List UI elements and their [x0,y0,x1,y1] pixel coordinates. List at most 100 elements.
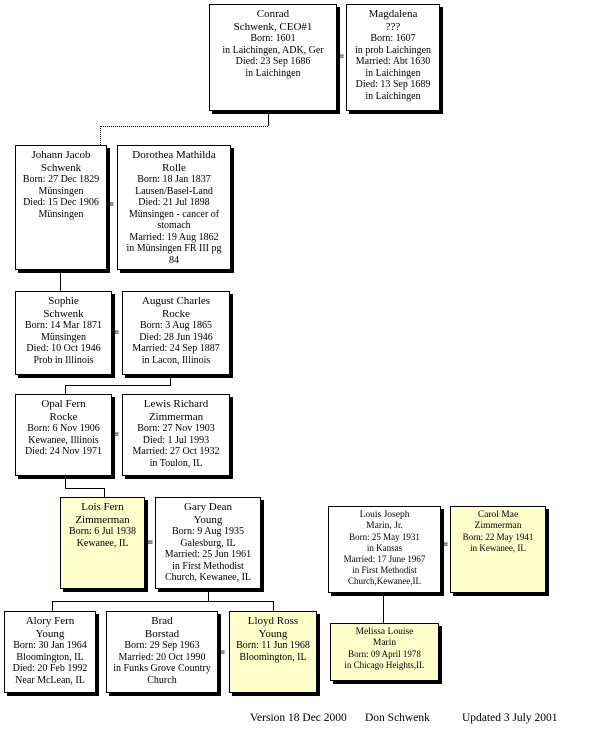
person-detail-line: Born: 22 May 1941 [462,532,534,542]
connector-gen5-horizontal [52,601,274,602]
person-detail-line: in Laichingen [245,67,301,79]
person-name-line: Marin [372,638,397,648]
person-detail-line: stomach [157,220,191,231]
person-name-line: Lois Fern [81,501,124,513]
marriage-symbol: = [113,327,120,338]
connector-gen5-drop [208,592,209,601]
person-name-line: Schwenk [40,161,82,174]
person-detail-line: Died: 13 Sep 1689 [355,79,431,90]
connector-gen2-down [60,273,61,291]
person-detail-line: Died: 20 Feb 1992 [12,663,88,674]
person-detail-line: in Laichingen, ADK, Ger [222,44,324,56]
person-name-line: Lloyd Ross [247,615,299,627]
person-detail-line: Born: 9 Aug 1935 [172,526,244,537]
person-detail-line: Münsingen [41,331,86,343]
person-detail-line: Died: 28 Jun 1946 [139,331,213,343]
person-name-line: Young [193,513,223,526]
person-detail-line: Kewanee, IL [76,537,129,549]
person-name-line: ??? [385,20,401,33]
connector-gen1-down [268,114,269,126]
person-name-line: Schwenk, CEO#1 [233,20,313,33]
person-name-line: Johann Jacob [31,149,91,161]
person-name-line: Schwenk [43,307,84,320]
person-name-line: Louis Joseph [359,510,410,520]
person-detail-line: in Chicago Heights,IL [344,660,425,670]
person-detail-line: Church [147,674,177,686]
person-detail-line: Born: 18 Jan 1837 [137,174,211,185]
person-name-line: Gary Dean [184,501,232,513]
person-name-line: Young [35,627,65,640]
person-detail-line: Died: 21 Jul 1898 [138,197,210,208]
person-name: Magdalena??? [347,8,439,33]
footer-author: Don Schwenk [365,712,430,724]
person-detail-line: Born: 14 Mar 1871 [25,320,102,331]
person-detail-line: in prob Laichingen [354,44,432,56]
person-name-line: Young [258,627,288,640]
person-detail-line: Married: 20 Oct 1990 [118,651,206,663]
person-detail-line: Died: 24 Nov 1971 [25,446,102,457]
person-detail-line: Died: 15 Dec 1906 [23,197,99,208]
person-detail-line: in Laichingen [365,67,421,79]
person-detail-line: Born: 1607 [370,33,416,44]
person-detail-line: Died: 1 Jul 1993 [142,434,210,446]
marriage-symbol: = [147,537,154,548]
person-name-line: Carol Mae [477,510,519,520]
person-detail-line: Born: 3 Aug 1865 [140,320,212,331]
person-detail-line: in Lacon, Illinois [141,354,211,366]
person-detail-line: Died: 10 Oct 1946 [26,343,101,354]
person-detail-line: in First Methodist [352,565,417,575]
connector-gen3-horizontal [65,385,171,386]
footer-updated: Updated 3 July 2001 [462,712,558,724]
marriage-symbol: = [113,429,120,440]
person-detail-line: Married: 27 Oct 1932 [132,446,220,457]
person-detail-line: Died: 23 Sep 1686 [235,56,311,67]
person-name-line: Alory Fern [25,615,75,627]
person-detail-line: in Kansas [366,543,403,553]
person-name-line: Dorothea Mathilda [132,149,216,161]
person-detail-line: Born: 09 April 1978 [348,649,421,659]
person-name-line: Magdalena [368,8,418,20]
person-detail-line: in Münsingen FR III pg [126,243,222,254]
person-name-line: Sophie [48,295,79,307]
person-detail-line: Münsingen [38,185,84,197]
person-detail-line: Kewanee, Illinois [28,434,99,446]
connector-gen1-dotted-horizontal [100,126,268,127]
person-detail-line: Born: 27 Nov 1903 [137,423,215,434]
person-detail-line: Münsingen [38,208,84,220]
person-detail-line: Prob in Illinois [33,354,94,366]
person-detail-line: Münsingen - cancer of [128,208,220,220]
person-detail-line: Galesburg, IL [180,537,236,549]
